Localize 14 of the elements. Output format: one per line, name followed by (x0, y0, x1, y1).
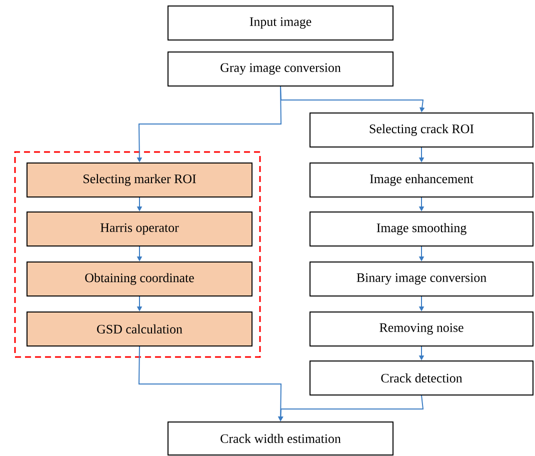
process-box: Removing noise (310, 312, 534, 346)
process-box: Selecting crack ROI (310, 112, 534, 148)
process-box: Harris operator (26, 212, 252, 246)
process-box: Image enhancement (310, 162, 534, 198)
process-box: Crack width estimation (168, 422, 394, 456)
dashed-group-box (14, 151, 261, 358)
process-box: Crack detection (310, 360, 534, 396)
process-box: Selecting marker ROI (26, 162, 252, 198)
process-box: Binary image conversion (310, 262, 534, 296)
process-box: Image smoothing (310, 212, 534, 246)
process-box: Gray image conversion (168, 52, 394, 86)
process-box: Input image (168, 6, 394, 40)
process-box: Obtaining coordinate (26, 262, 252, 296)
process-box: GSD calculation (26, 312, 252, 346)
